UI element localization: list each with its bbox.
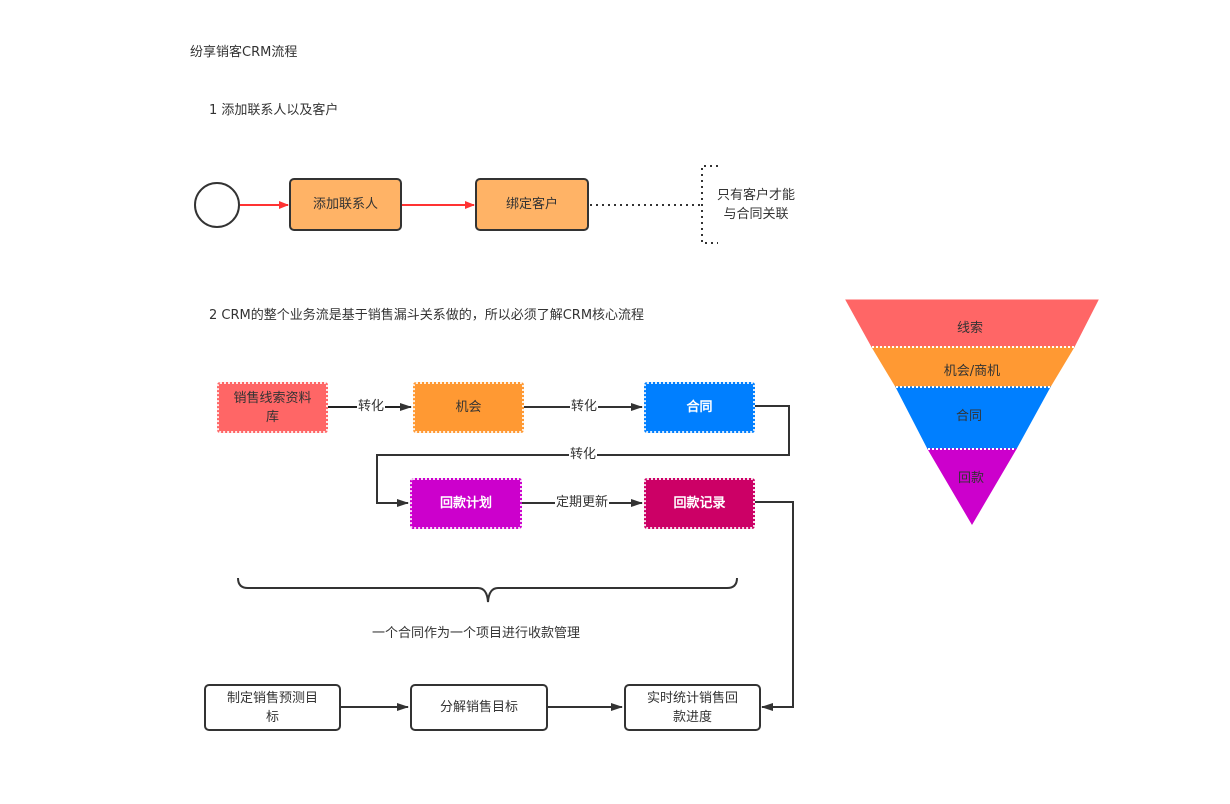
- annotation-text: 只有客户才能: [716, 188, 795, 203]
- node-label: 标: [265, 709, 279, 725]
- node-realtime-stats[interactable]: 实时统计销售回 款进度: [624, 684, 761, 731]
- node-payment-plan[interactable]: 回款计划: [410, 478, 522, 529]
- node-label: 绑定客户: [505, 197, 558, 212]
- funnel-level-payment[interactable]: [927, 448, 1017, 525]
- node-split-sales-target[interactable]: 分解销售目标: [410, 684, 548, 731]
- annotation-bracket: [701, 165, 718, 244]
- curly-brace: [237, 577, 738, 603]
- funnel-label-leads: 线索: [956, 321, 984, 336]
- node-label: 制定销售预测目: [226, 690, 318, 706]
- edge-label-periodic-update: 定期更新: [555, 495, 610, 511]
- edge-label-convert: 转化: [357, 399, 386, 415]
- node-add-contact[interactable]: 添加联系人: [289, 178, 402, 231]
- node-lead-database[interactable]: 销售线索资料 库: [217, 382, 328, 433]
- node-label: 库: [265, 409, 279, 425]
- node-label: 合同: [686, 400, 713, 415]
- node-label: 分解销售目标: [439, 700, 518, 715]
- section2-heading: 2 CRM的整个业务流是基于销售漏斗关系做的，所以必须了解CRM核心流程: [209, 308, 645, 323]
- section1-heading: 1 添加联系人以及客户: [209, 103, 339, 118]
- funnel-label-payment: 回款: [957, 471, 985, 486]
- node-payment-record[interactable]: 回款记录: [644, 478, 755, 529]
- sales-funnel: [845, 299, 1099, 525]
- annotation-customer-contract: 只有客户才能 与合同关联: [706, 186, 806, 224]
- node-label: 机会: [455, 400, 482, 415]
- funnel-label-opportunity: 机会/商机: [943, 364, 1001, 379]
- node-label: 回款记录: [673, 496, 726, 511]
- node-label: 添加联系人: [312, 197, 378, 212]
- edge-label-convert: 转化: [570, 399, 599, 415]
- node-set-sales-target[interactable]: 制定销售预测目 标: [204, 684, 341, 731]
- edge-label-convert: 转化: [569, 447, 598, 463]
- node-label: 销售线索资料: [233, 390, 312, 406]
- start-event-circle[interactable]: [194, 182, 240, 228]
- node-bind-customer[interactable]: 绑定客户: [475, 178, 589, 231]
- node-label: 款进度: [672, 709, 712, 725]
- node-label: 回款计划: [439, 496, 492, 511]
- brace-caption: 一个合同作为一个项目进行收款管理: [372, 626, 581, 641]
- node-contract[interactable]: 合同: [644, 382, 755, 433]
- annotation-text: 与合同关联: [723, 207, 789, 222]
- edge-record-to-realtime: [755, 501, 794, 711]
- node-label: 实时统计销售回: [646, 690, 738, 706]
- page-title: 纷享销客CRM流程: [190, 45, 298, 60]
- funnel-label-contract: 合同: [955, 409, 983, 424]
- node-opportunity[interactable]: 机会: [413, 382, 524, 433]
